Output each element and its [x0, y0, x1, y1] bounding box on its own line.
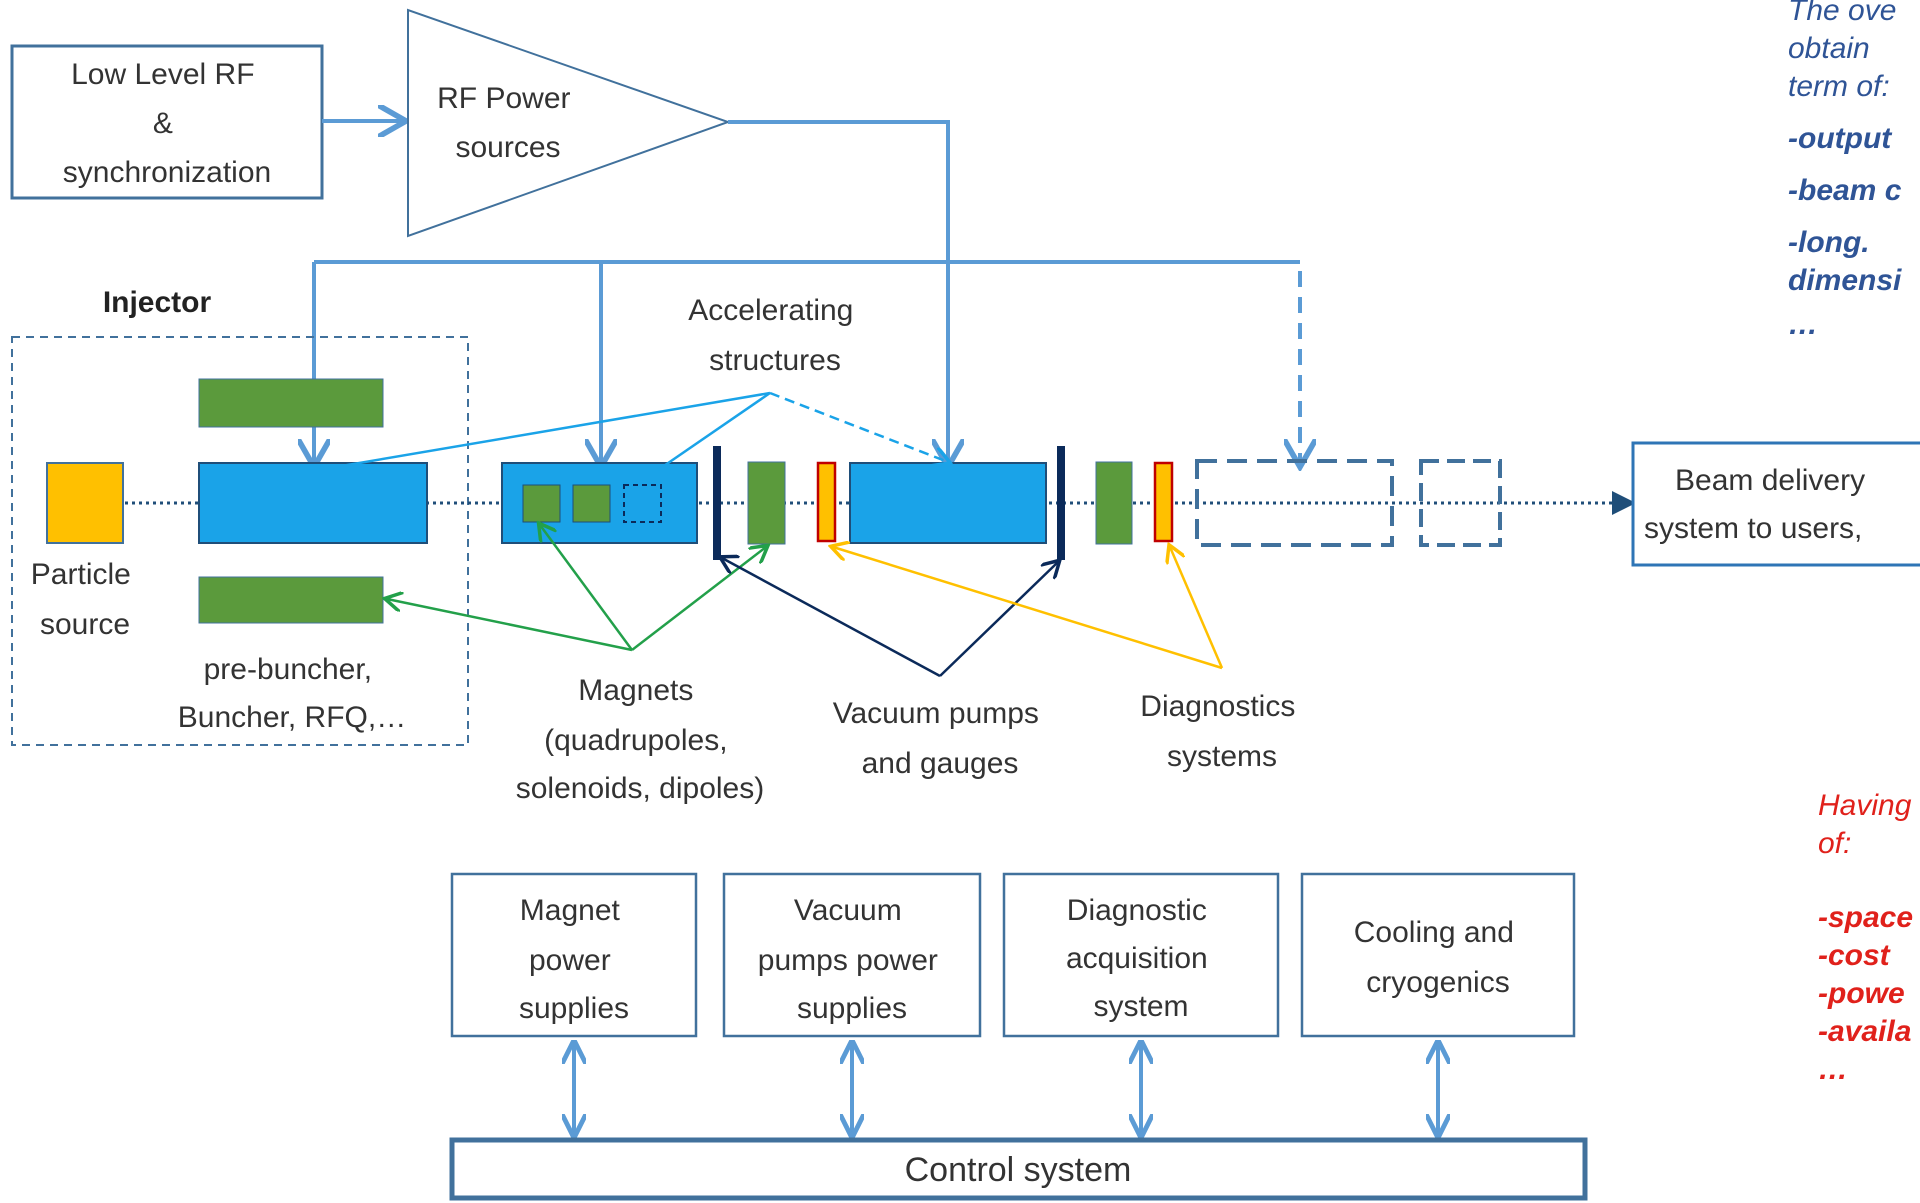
control-links	[574, 1044, 1438, 1134]
quadrupole-1	[747, 461, 786, 545]
magnet-arrows	[387, 525, 766, 652]
red-note-line: Having	[1818, 789, 1912, 822]
cooling-cryogenics-label: Cooling and cryogenics	[1354, 916, 1522, 999]
vacuum-power-supplies-box: Vacuum pumps power supplies	[722, 872, 982, 1038]
blue-note: The ove obtain term of: -output -beam c …	[1788, 0, 1901, 344]
red-note-item: …	[1818, 1053, 1848, 1086]
red-note-item: -powe	[1818, 977, 1905, 1010]
beam-delivery-label: Beam delivery system to users,	[1644, 464, 1873, 545]
diagnostic-1	[816, 461, 837, 543]
particle-source-label: Particle source	[31, 558, 139, 641]
llrf-box: Low Level RF & synchronization	[10, 44, 324, 200]
buncher-cavity	[198, 462, 428, 544]
blue-note-item: -output	[1788, 122, 1892, 155]
injector-boundary	[11, 336, 469, 746]
red-note-line: of:	[1818, 827, 1852, 860]
diagnostic-2	[1153, 461, 1174, 543]
future-element	[1419, 459, 1502, 547]
blue-note-line: The ove	[1788, 0, 1897, 27]
solenoid-future	[623, 484, 662, 523]
magnet-power-supplies-box: Magnet power supplies	[450, 872, 698, 1038]
red-note: Having of: -space -cost -powe -availa …	[1818, 787, 1913, 1089]
solenoid-1	[522, 484, 561, 523]
rf-distribution-lines	[314, 120, 1300, 463]
rf-feed-future	[945, 260, 1300, 463]
diagnostic-acquisition-label: Diagnostic acquisition system	[1066, 894, 1216, 1023]
magnet-power-supplies-label: Magnet power supplies	[519, 894, 629, 1025]
diagnostics-label: Diagnostics systems	[1140, 690, 1303, 773]
quadrupole-2	[1095, 461, 1133, 545]
control-system-label: Control system	[905, 1151, 1132, 1189]
diagnostics-arrows	[833, 547, 1224, 670]
vacuum-label: Vacuum pumps and gauges	[833, 697, 1048, 780]
solenoid-2	[572, 484, 611, 523]
buncher-magnet-top	[198, 378, 384, 428]
diagnostic-acquisition-box: Diagnostic acquisition system	[1002, 872, 1280, 1038]
blue-note-item: -long.	[1788, 226, 1870, 259]
injector-label: Injector	[103, 286, 212, 319]
prebuncher-label: pre-buncher, Buncher, RFQ,…	[178, 653, 406, 734]
llrf-label: Low Level RF & synchronization	[63, 58, 271, 189]
blue-note-line: obtain	[1788, 32, 1870, 65]
magnets-label: Magnets (quadrupoles, solenoids, dipoles…	[516, 674, 764, 805]
blue-note-item: …	[1788, 308, 1818, 341]
rf-feed-to-accel-1	[728, 120, 948, 463]
future-structure	[1195, 459, 1394, 547]
blue-note-line: term of:	[1788, 70, 1890, 103]
accelerating-structures-label: Accelerating structures	[688, 294, 861, 377]
red-note-item: -availa	[1818, 1015, 1912, 1048]
accelerating-structure-2	[849, 462, 1047, 544]
vacuum-pump-2	[1057, 446, 1065, 560]
red-note-item: -space	[1818, 901, 1914, 934]
accel-pointers	[317, 391, 948, 472]
buncher-magnet-bottom	[198, 576, 384, 624]
vacuum-pump-1	[713, 446, 721, 560]
control-system-box: Control system	[449, 1137, 1588, 1201]
blue-note-item: -beam c	[1788, 174, 1902, 207]
rf-power-sources: RF Power sources	[407, 8, 732, 238]
vacuum-arrows	[722, 558, 1058, 678]
cooling-cryogenics-box: Cooling and cryogenics	[1300, 872, 1576, 1038]
particle-source-block	[46, 462, 124, 544]
blue-note-item: dimensi	[1788, 264, 1902, 297]
beam-delivery-box: Beam delivery system to users,	[1631, 441, 1920, 567]
rf-power-label: RF Power sources	[437, 82, 579, 164]
vacuum-power-supplies-label: Vacuum pumps power supplies	[758, 894, 946, 1025]
red-note-item: -cost	[1818, 939, 1890, 972]
